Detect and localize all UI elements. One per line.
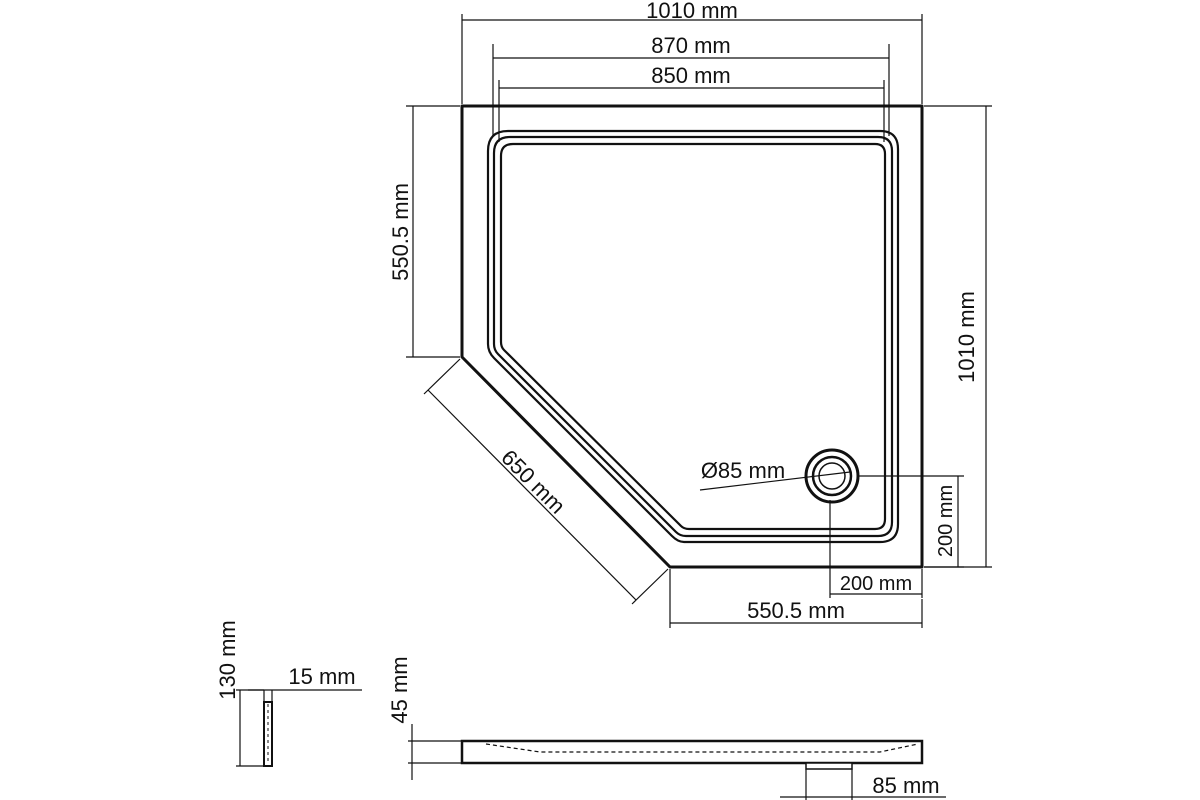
dim-right-height: 1010 mm bbox=[924, 105, 992, 568]
tray-rim-inner bbox=[499, 142, 887, 531]
dim-top-rim-outer-label: 870 mm bbox=[651, 33, 730, 58]
section-front-height-label: 45 mm bbox=[387, 656, 412, 723]
dim-left-height-label: 550.5 mm bbox=[388, 183, 413, 281]
dim-drain-horizontal: 200 mm bbox=[829, 500, 923, 598]
dim-bottom-width-label: 550.5 mm bbox=[747, 598, 845, 623]
section-left-thickness-label: 15 mm bbox=[288, 664, 355, 689]
dim-drain-diameter: Ø85 mm bbox=[699, 458, 851, 491]
dim-right-height-label: 1010 mm bbox=[954, 291, 979, 383]
tray-rim-middle bbox=[492, 135, 894, 538]
section-left-height-label: 130 mm bbox=[215, 620, 240, 699]
dim-drain-horizontal-label: 200 mm bbox=[840, 573, 912, 595]
section-front-view: 45 mm 85 mm bbox=[387, 656, 946, 800]
tray-plan-view bbox=[460, 104, 924, 569]
dim-drain-diameter-label: Ø85 mm bbox=[701, 458, 785, 483]
dim-top-rim-inner: 850 mm bbox=[498, 63, 885, 142]
dim-top-rim-outer: 870 mm bbox=[492, 33, 890, 136]
tray-rim-outer bbox=[486, 129, 900, 544]
dim-top-overall: 1010 mm bbox=[461, 0, 923, 104]
dim-drain-vertical: 200 mm bbox=[858, 475, 964, 568]
section-front-drain bbox=[805, 762, 853, 770]
dim-top-rim-inner-label: 850 mm bbox=[651, 63, 730, 88]
dim-drain-vertical-label: 200 mm bbox=[935, 485, 957, 557]
tray-outer-outline bbox=[460, 104, 924, 569]
section-front-drain-label: 85 mm bbox=[872, 773, 939, 798]
dim-left-height: 550.5 mm bbox=[388, 105, 460, 358]
section-left-view: 130 mm 15 mm bbox=[215, 620, 362, 767]
dim-bottom-width: 550.5 mm bbox=[669, 569, 923, 628]
dim-top-overall-label: 1010 mm bbox=[646, 0, 738, 23]
